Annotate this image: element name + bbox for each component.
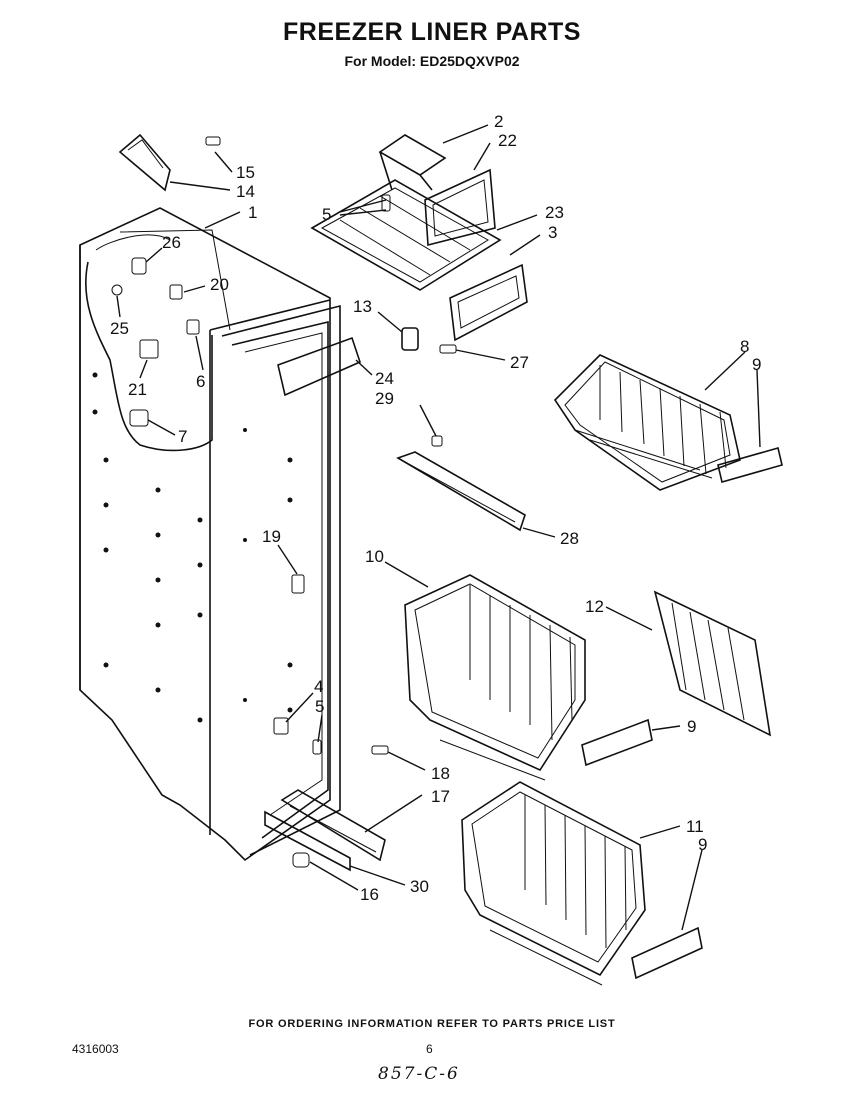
callout-13: 13 — [353, 297, 372, 316]
callout-20: 20 — [210, 275, 229, 294]
basket-part-8 — [553, 354, 783, 491]
callout-22: 22 — [498, 131, 517, 150]
callout-17: 17 — [431, 787, 450, 806]
callout-28: 28 — [560, 529, 579, 548]
freezer-liner-drawing — [79, 207, 341, 862]
callout-12: 12 — [585, 597, 604, 616]
rail-part-28 — [396, 435, 526, 532]
callout-24: 24 — [375, 369, 394, 388]
callout-18: 18 — [431, 764, 450, 783]
basket-part-11 — [461, 781, 703, 986]
callout-23: 23 — [545, 203, 564, 222]
leader-lines — [116, 124, 761, 931]
callout-26: 26 — [162, 233, 181, 252]
callout-25: 25 — [110, 319, 129, 338]
callout-15: 15 — [236, 163, 255, 182]
callout-8: 8 — [740, 337, 749, 356]
callout-30: 30 — [410, 877, 429, 896]
document-number: 4316003 — [72, 1042, 119, 1056]
callout-21: 21 — [128, 380, 147, 399]
handle-part-14 — [118, 133, 221, 192]
callout-3: 3 — [548, 223, 557, 242]
shield-part-3 — [449, 263, 528, 342]
divider-part-12 — [653, 590, 772, 737]
callout-6: 6 — [196, 372, 205, 391]
ordering-note: FOR ORDERING INFORMATION REFER TO PARTS … — [248, 1018, 616, 1030]
handwritten-code: 857-C-6 — [378, 1064, 460, 1084]
callout-4: 4 — [314, 677, 323, 696]
callout-labels: 2 22 5 23 3 15 14 1 26 20 25 21 6 7 13 2… — [110, 112, 761, 904]
callout-27: 27 — [510, 353, 529, 372]
callout-5-bottom: 5 — [315, 697, 324, 716]
part-13-bracket — [401, 327, 457, 354]
cover-part-17 — [264, 745, 389, 872]
page-title: FREEZER LINER PARTS — [283, 18, 581, 46]
callout-11: 11 — [686, 817, 704, 836]
callout-9-middle: 9 — [687, 717, 696, 736]
callout-19: 19 — [262, 527, 281, 546]
callout-10: 10 — [365, 547, 384, 566]
basket-part-10 — [404, 574, 653, 781]
callout-2: 2 — [494, 112, 503, 131]
callout-16: 16 — [360, 885, 379, 904]
page-number: 6 — [426, 1042, 433, 1056]
callout-9-bottom: 9 — [698, 835, 707, 854]
callout-5-top: 5 — [322, 205, 331, 224]
shelf-assembly-drawing — [310, 134, 502, 291]
callout-7: 7 — [178, 427, 187, 446]
model-subtitle: For Model: ED25DQXVP02 — [344, 53, 520, 69]
callout-14: 14 — [236, 182, 255, 201]
callout-9-top: 9 — [752, 355, 761, 374]
callout-29: 29 — [375, 389, 394, 408]
callout-1: 1 — [248, 203, 257, 222]
strip-part-24 — [277, 336, 361, 397]
